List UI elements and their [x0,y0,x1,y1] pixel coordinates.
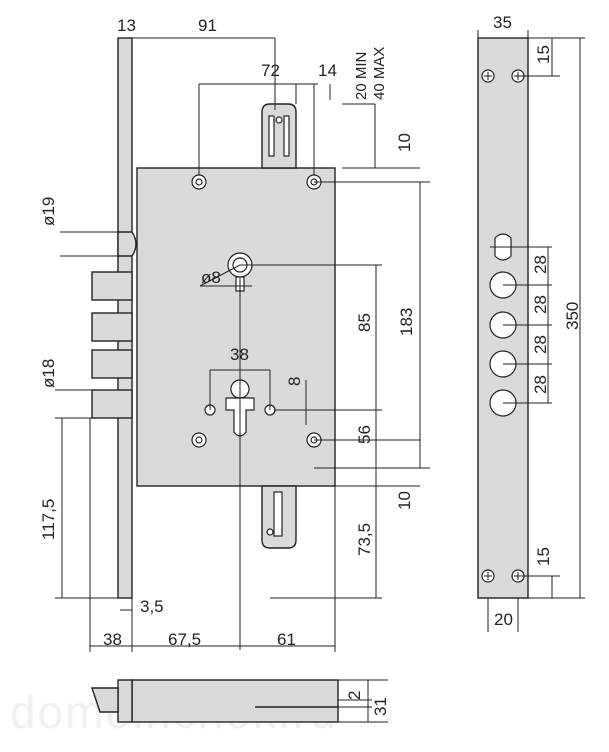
case-screw-bl [191,432,207,448]
faceplate-dimension-lines [477,30,585,632]
faceplate-screw-3 [481,569,495,583]
main-dimension-lines [55,37,430,652]
faceplate-side-view [477,37,529,599]
lock-body-front-view [91,37,336,599]
dim-14: 14 [318,61,337,80]
dim-40-max: 40 MAX [371,47,388,100]
section-bolt [91,687,119,713]
dim-diam-18: ø18 [39,359,58,388]
dim-diam-8: ø8 [201,268,221,287]
dim-350: 350 [563,302,582,330]
dim-28-d: 28 [531,375,550,394]
deadbolt-4 [91,389,133,419]
dim-20-min: 20 MIN [353,52,370,100]
dim-35: 35 [493,13,512,32]
deadbolt-2 [91,312,133,342]
dim-28-c: 28 [531,335,550,354]
faceplate-dimension-labels: 35 15 28 28 28 28 350 15 20 [493,13,582,629]
section-case [131,679,339,723]
dim-72: 72 [261,61,280,80]
dim-28-a: 28 [531,255,550,274]
dim-28-b: 28 [531,295,550,314]
deadbolt-1 [91,271,133,301]
deadbolt-3 [91,349,133,379]
section-faceplate [117,679,133,723]
dim-73-5: 73,5 [355,523,374,556]
dim-10-top: 10 [395,133,414,152]
dim-85: 85 [355,313,374,332]
dim-15-top: 15 [534,45,553,64]
main-dimension-labels: 13 91 72 14 20 MIN 40 MAX 10 183 85 56 1… [39,16,416,649]
dim-38-cylinder: 38 [230,345,249,364]
dim-20: 20 [494,610,513,629]
dim-31: 31 [371,697,390,716]
dim-61: 61 [277,630,296,649]
dim-diam-19: ø19 [39,197,58,226]
bottom-keeper-slot [273,491,283,537]
dim-56: 56 [355,425,374,444]
dim-15-bottom: 15 [534,547,553,566]
dim-8-cylinder: 8 [285,377,304,386]
case-screw-tl [191,174,207,190]
dim-3-5: 3,5 [140,597,164,616]
dim-10-bottom: 10 [395,491,414,510]
top-keeper-slot-left [268,115,275,157]
dim-13: 13 [117,16,136,35]
dim-117-5: 117,5 [39,499,58,540]
top-keeper [261,103,297,169]
section-dimension-labels: 2 31 [345,691,390,716]
dim-183: 183 [397,308,416,336]
lock-case [136,167,336,487]
dim-2: 2 [345,691,364,700]
lock-bottom-section-view [91,679,339,723]
latch-bolt [117,231,137,257]
dim-67-5: 67,5 [168,630,201,649]
top-keeper-slot-right [283,115,290,157]
faceplate-screw-1 [481,69,495,83]
section-dimension-lines [338,679,388,723]
dim-38-bottom: 38 [103,630,122,649]
dim-91: 91 [198,16,217,35]
